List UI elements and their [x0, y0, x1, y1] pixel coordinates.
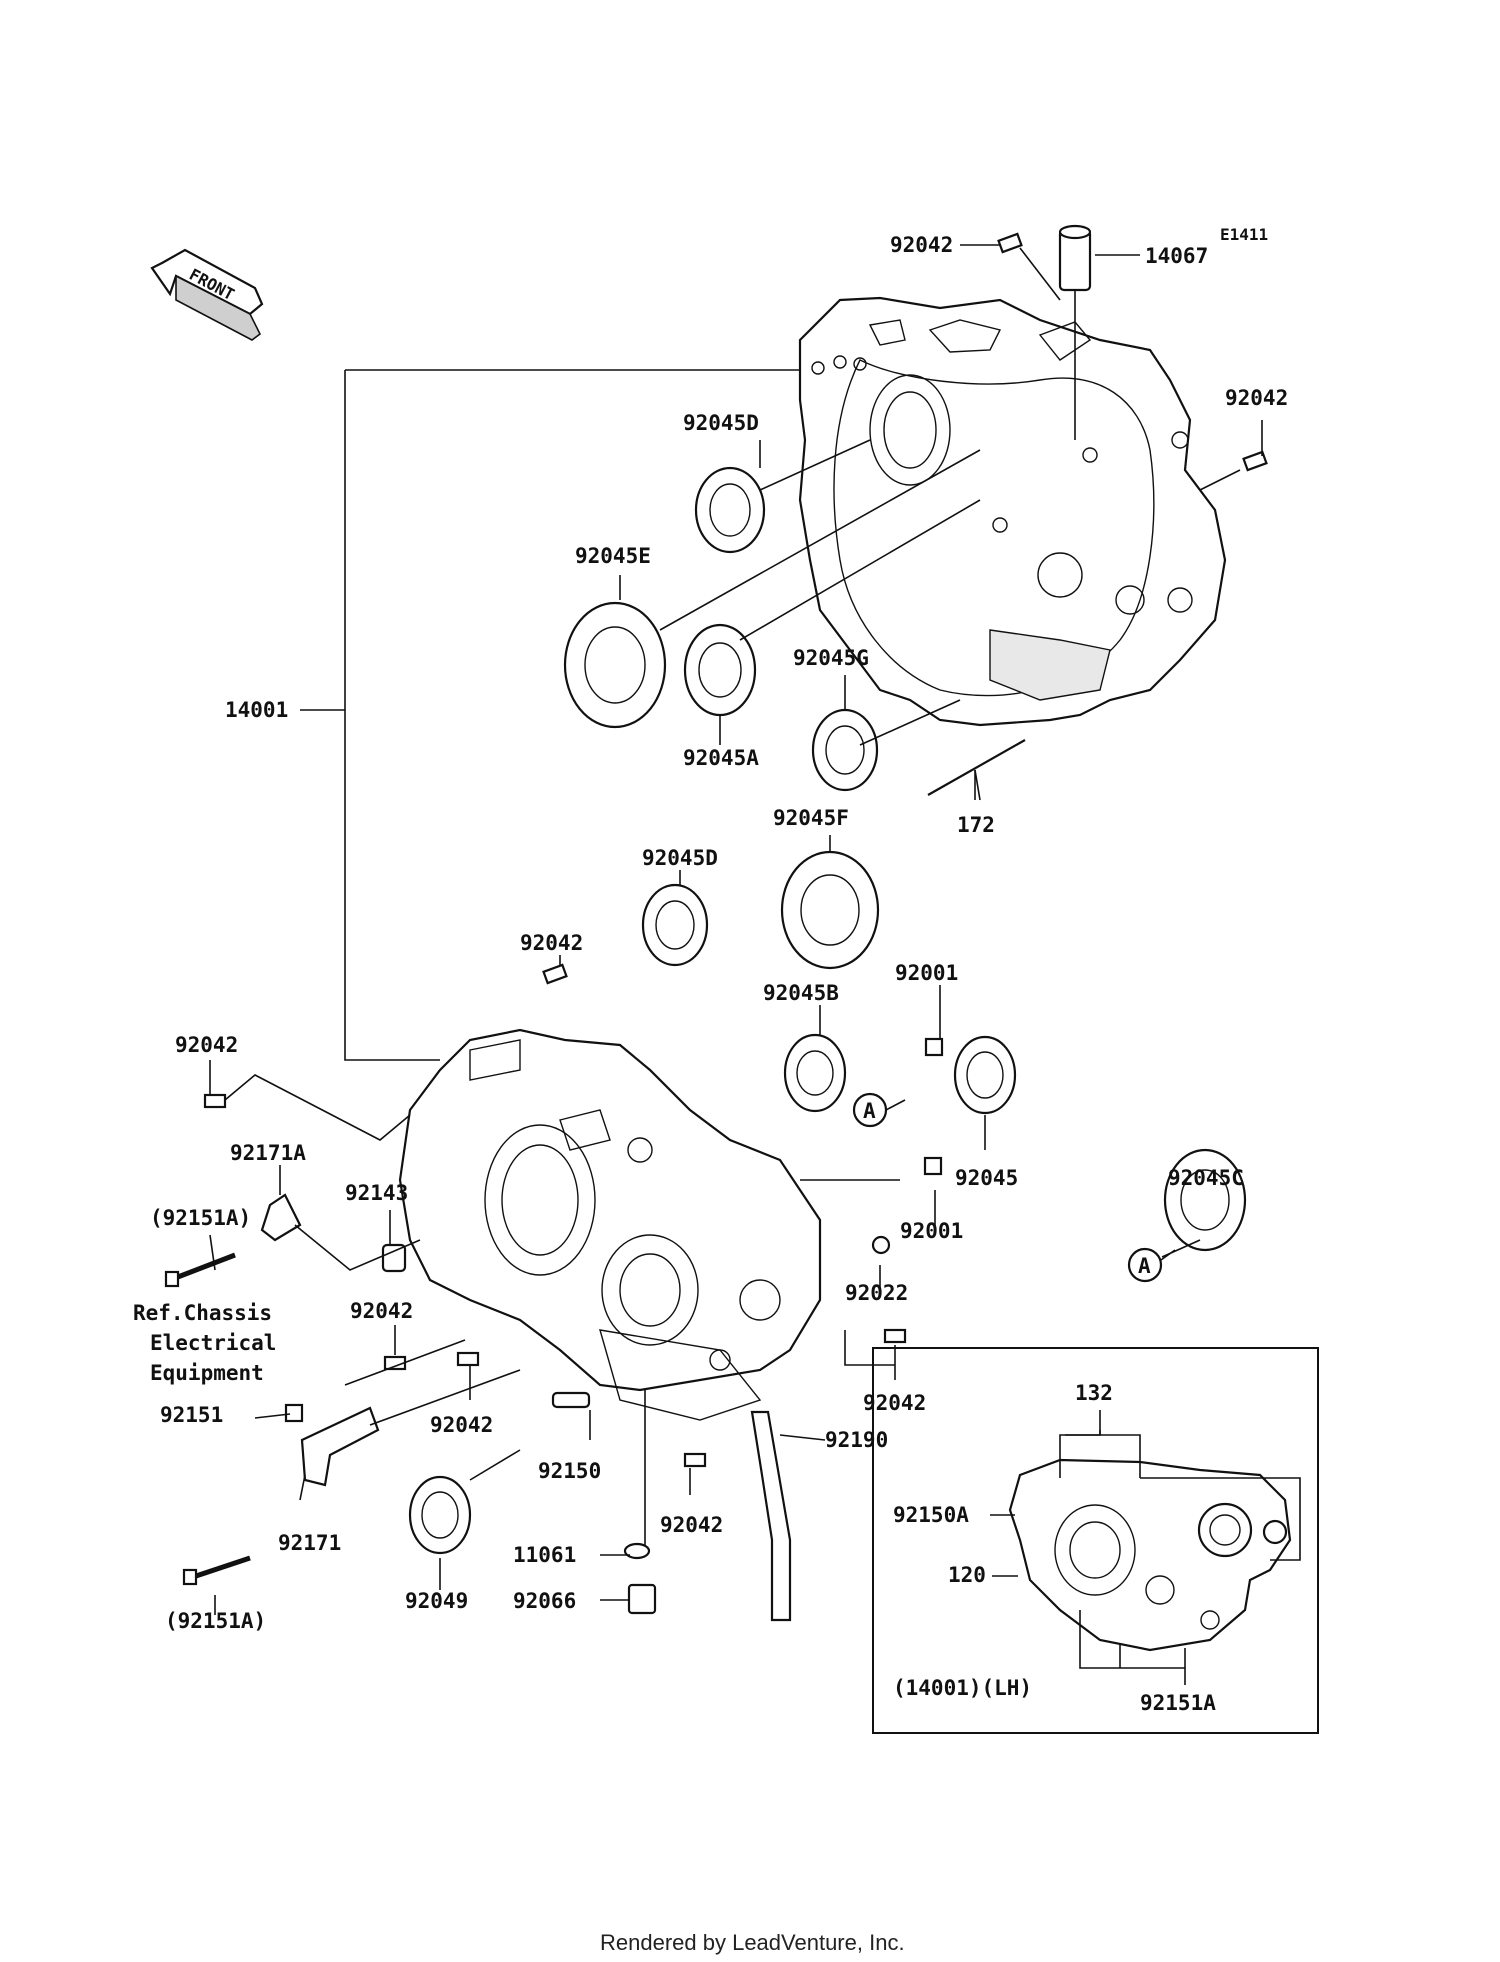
lower-crankcase-half [398, 1028, 822, 1421]
label-172: 172 [957, 813, 995, 837]
label-120: 120 [948, 1563, 986, 1587]
label-92045C: 92045C [1168, 1166, 1244, 1190]
label-92042-left: 92042 [175, 1033, 238, 1057]
label-14001: 14001 [225, 698, 288, 722]
bearing-92045A [683, 623, 757, 717]
label-92022: 92022 [845, 1281, 908, 1305]
label-92042-top: 92042 [890, 233, 953, 257]
label-92045F: 92045F [773, 806, 849, 830]
label-92042-bottom: 92042 [660, 1513, 723, 1537]
label-92045G: 92045G [793, 646, 869, 670]
oil-seal-92049 [408, 1475, 472, 1555]
label-92045D-mid: 92045D [642, 846, 718, 870]
label-92001-top: 92001 [895, 961, 958, 985]
label-92042-right: 92042 [1225, 386, 1288, 410]
label-14067: 14067 [1145, 244, 1208, 268]
inset-crankcase-lh [1008, 1458, 1292, 1652]
label-92151A-inset: 92151A [1140, 1691, 1216, 1715]
bracket-92171 [300, 1406, 380, 1487]
oil-seal-92045 [953, 1035, 1017, 1115]
ref-a-marker-2: A [1127, 1247, 1163, 1283]
ref-chassis-line2: Electrical [150, 1331, 276, 1355]
ref-a-label-1: A [863, 1099, 876, 1123]
bearing-92045C [1163, 1148, 1247, 1252]
stud-172 [927, 739, 1026, 796]
label-92045D-top: 92045D [683, 411, 759, 435]
bearing-92045E [563, 601, 667, 729]
label-92042-lower-left: 92042 [350, 1299, 413, 1323]
label-92066: 92066 [513, 1589, 576, 1613]
label-92042-mid: 92042 [520, 931, 583, 955]
bearing-92045F [780, 850, 880, 970]
inset-box [872, 1347, 1319, 1734]
label-92171: 92171 [278, 1531, 341, 1555]
inset-caption: (14001)(LH) [893, 1676, 1032, 1700]
footer-credit: Rendered by LeadVenture, Inc. [600, 1930, 905, 1955]
bearing-92045D-upper [694, 466, 766, 554]
label-92171A: 92171A [230, 1141, 306, 1165]
label-92143: 92143 [345, 1181, 408, 1205]
label-11061: 11061 [513, 1543, 576, 1567]
leader-lines [209, 244, 1263, 1615]
bracket-92171A [260, 1193, 302, 1242]
upper-crankcase-half [798, 296, 1227, 727]
label-92045E: 92045E [575, 544, 651, 568]
label-92045: 92045 [955, 1166, 1018, 1190]
label-92190: 92190 [825, 1428, 888, 1452]
label-92150: 92150 [538, 1459, 601, 1483]
label-92049: 92049 [405, 1589, 468, 1613]
bearing-92045D-mid [641, 883, 709, 967]
bearing-92045B [783, 1033, 847, 1113]
ref-a-marker-1: A [852, 1092, 888, 1128]
inset-leader-lines [990, 1410, 1301, 1685]
label-92151A-paren-top: (92151A) [150, 1206, 251, 1230]
sleeve-14067 [1058, 224, 1092, 292]
bearing-92045G [811, 708, 879, 792]
label-92045A: 92045A [683, 746, 759, 770]
dowel-pin-icons [203, 232, 1268, 1468]
label-92045B: 92045B [763, 981, 839, 1005]
label-92001-mid: 92001 [900, 1219, 963, 1243]
label-92042-center: 92042 [430, 1413, 493, 1437]
part-labels: 92042 14067 92042 92045D 92045E 14001 92… [133, 233, 1288, 1715]
front-arrow-icon: FRONT [150, 248, 264, 341]
diagram-code: E1411 [1220, 225, 1268, 244]
bolt-icons [164, 1037, 944, 1615]
ref-chassis-line1: Ref.Chassis [133, 1301, 272, 1325]
ref-a-label-2: A [1138, 1254, 1151, 1278]
label-132: 132 [1075, 1381, 1113, 1405]
label-92151: 92151 [160, 1403, 223, 1427]
label-92150A: 92150A [893, 1503, 969, 1527]
ref-chassis-line3: Equipment [150, 1361, 264, 1385]
label-92151A-paren-bottom: (92151A) [165, 1609, 266, 1633]
label-92042-lower-right: 92042 [863, 1391, 926, 1415]
hose-92190 [750, 1410, 792, 1622]
